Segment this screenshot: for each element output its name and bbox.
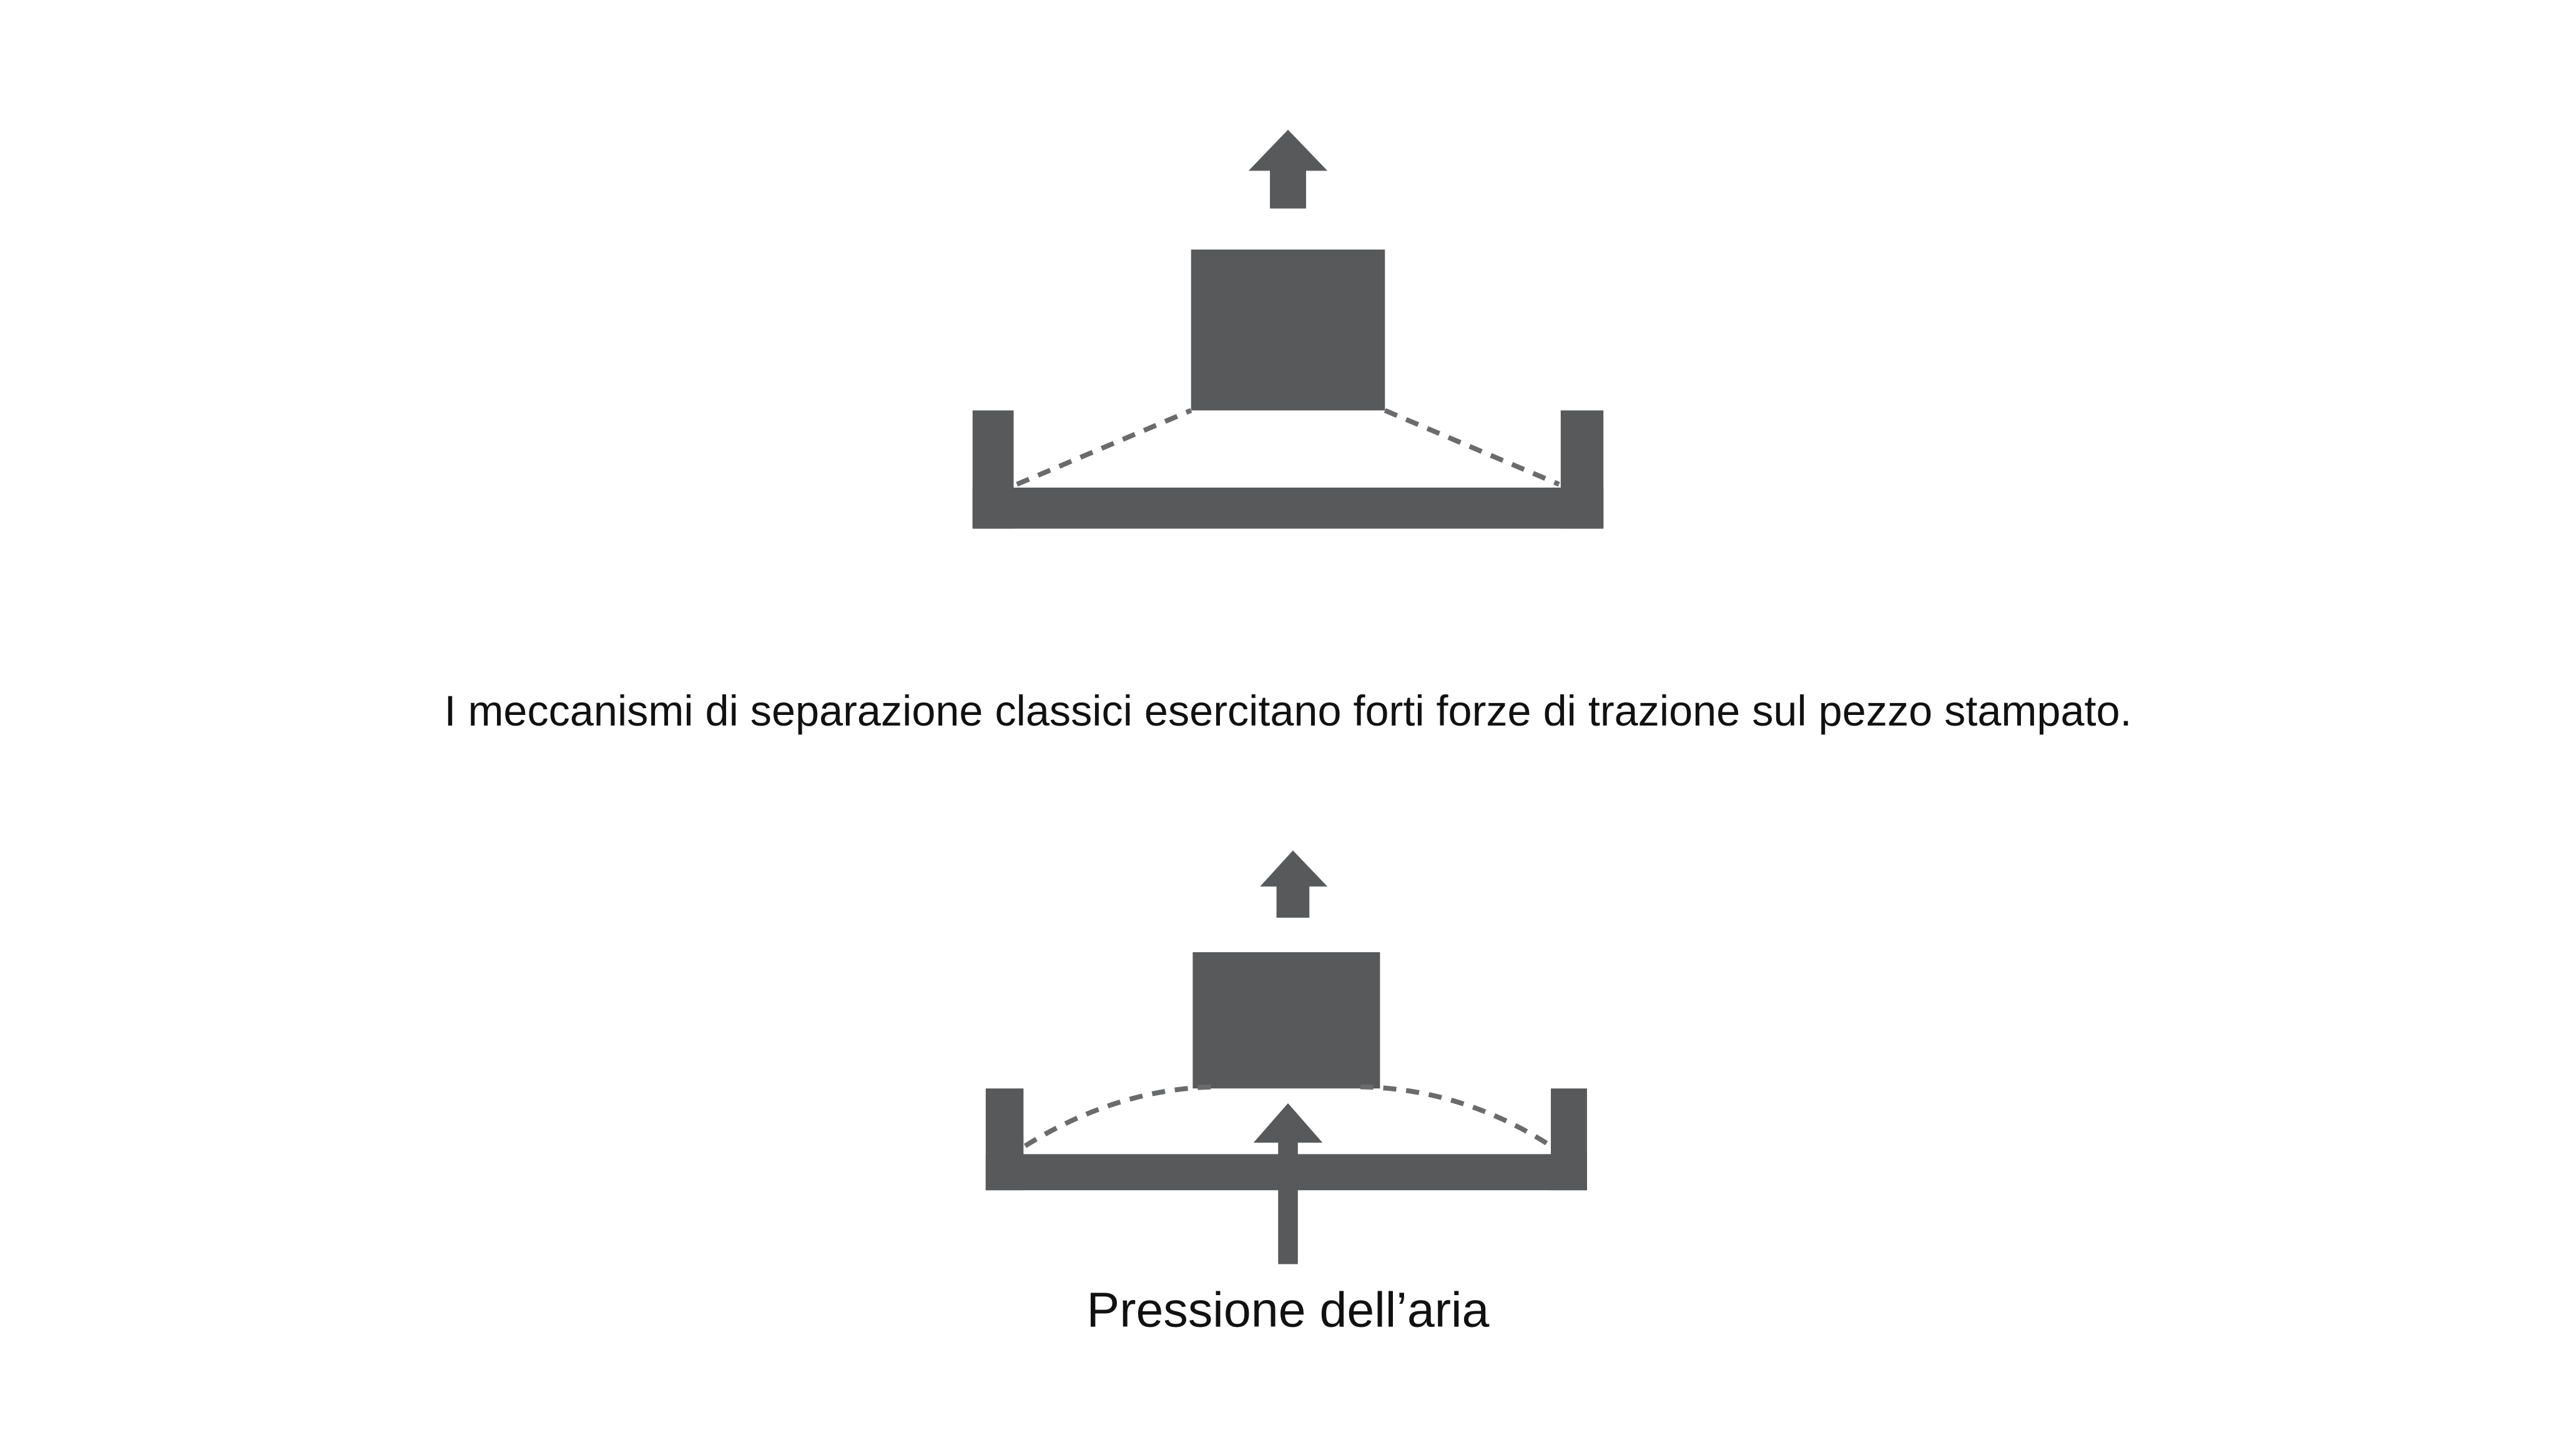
classic-separation-diagram [972,129,1604,529]
air-pressure-arrow-icon [1253,1103,1323,1264]
air-pressure-separation-diagram [985,850,1587,1264]
printed-part-block [1192,952,1380,1089]
tension-line-right [1384,408,1560,487]
pull-up-arrow-icon [1260,850,1328,918]
label-air-pressure: Pressione dell’aria [1087,1282,1490,1337]
vat-tray [972,410,1604,529]
tension-line-left [1016,408,1192,487]
caption-classic-separation: I meccanismi di separazione classici ese… [444,687,2131,735]
printed-part-block [1191,249,1385,411]
pull-up-arrow-icon [1248,129,1328,209]
flex-membrane-curve [1023,1084,1553,1148]
